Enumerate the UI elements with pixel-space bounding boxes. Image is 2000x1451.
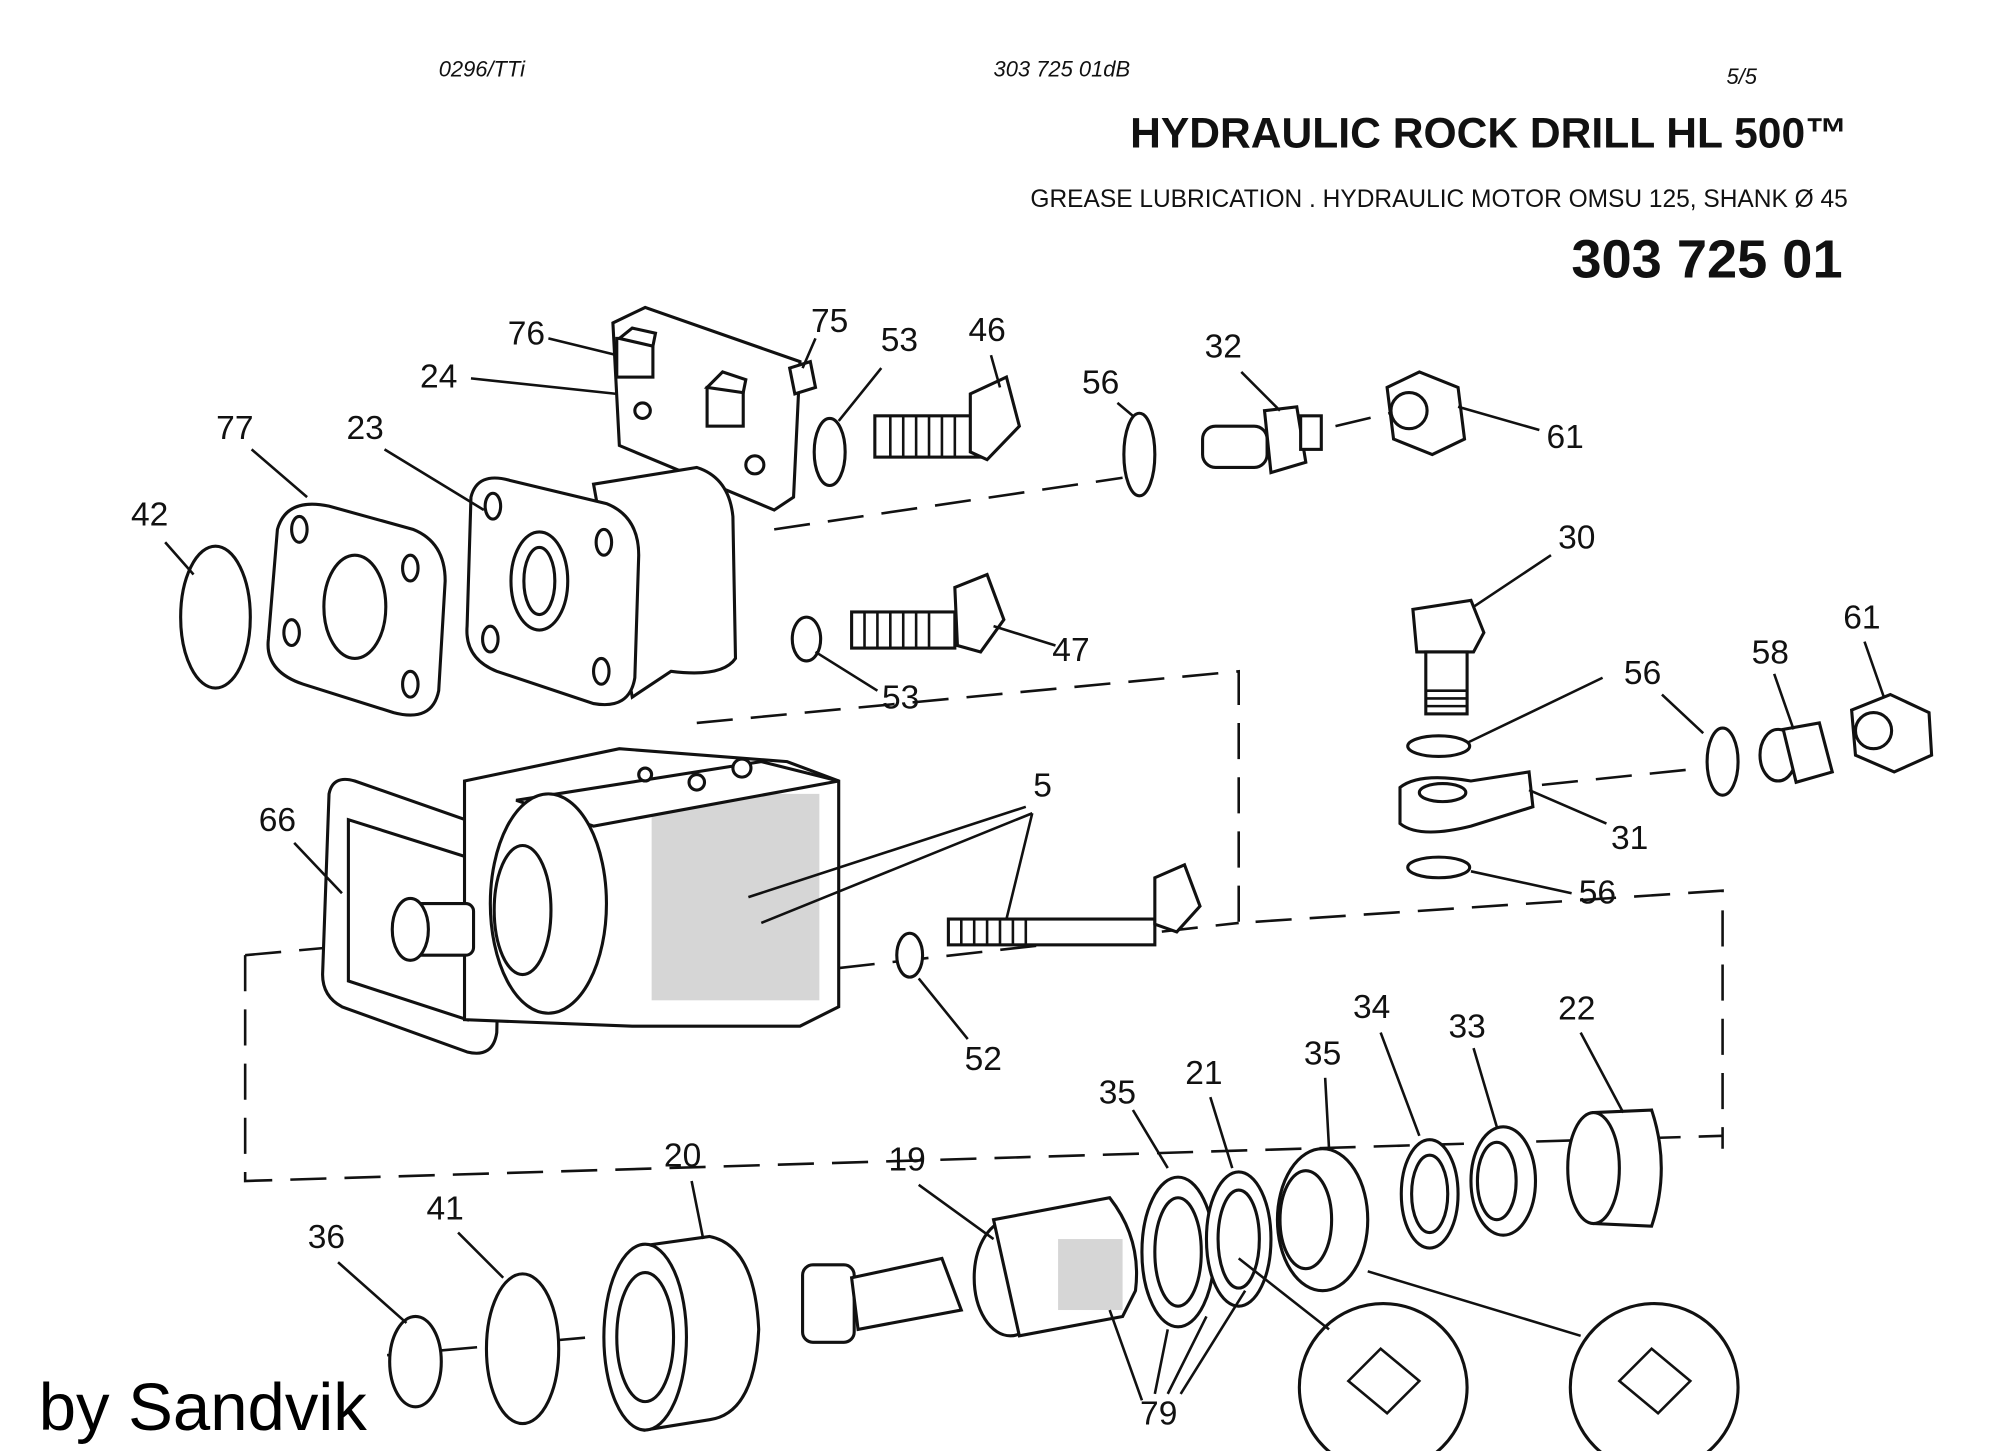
credit-text: by Sandvik bbox=[39, 1370, 368, 1445]
part-20-bushing bbox=[602, 1234, 761, 1432]
callout-76: 76 bbox=[508, 316, 545, 353]
callout-33: 33 bbox=[1448, 1009, 1485, 1046]
callout-58: 58 bbox=[1752, 634, 1789, 671]
diagram-subtitle: GREASE LUBRICATION . HYDRAULIC MOTOR OMS… bbox=[1030, 186, 1847, 213]
part-56-seal-right bbox=[1705, 726, 1740, 797]
part-35-bearing-2 bbox=[1275, 1147, 1370, 1293]
part-5-hydraulic-motor bbox=[390, 747, 841, 1028]
part-24-plate bbox=[611, 305, 818, 512]
callout-56: 56 bbox=[1624, 655, 1661, 692]
part-41-o-ring bbox=[484, 1272, 561, 1426]
callout-20: 20 bbox=[664, 1138, 701, 1175]
part-56-seal bbox=[1122, 411, 1157, 498]
callout-31: 31 bbox=[1611, 820, 1648, 857]
part-52-washer bbox=[895, 931, 925, 979]
callout-77: 77 bbox=[216, 410, 253, 447]
callout-22: 22 bbox=[1558, 991, 1595, 1028]
part-77-gasket bbox=[266, 502, 447, 717]
part-19-shank bbox=[801, 1196, 1139, 1344]
part-number: 303 725 01 bbox=[1571, 230, 1842, 290]
part-56-seal-lower bbox=[1406, 855, 1472, 880]
part-47-bolt bbox=[850, 572, 1006, 654]
part-31-banjo bbox=[1398, 770, 1535, 834]
callout-61: 61 bbox=[1843, 600, 1880, 637]
callout-52: 52 bbox=[965, 1041, 1002, 1078]
part-53-washer bbox=[812, 416, 847, 488]
callout-42: 42 bbox=[131, 496, 168, 533]
part-42-o-ring bbox=[179, 544, 252, 690]
callout-23: 23 bbox=[347, 410, 384, 447]
callout-79: 79 bbox=[1140, 1396, 1177, 1433]
part-35-bearing bbox=[1140, 1175, 1216, 1329]
callout-34: 34 bbox=[1353, 989, 1390, 1026]
callout-61: 61 bbox=[1547, 419, 1584, 456]
page-number: 5/5 bbox=[1726, 64, 1757, 89]
callout-53: 53 bbox=[882, 680, 919, 717]
callout-5: 5 bbox=[1033, 767, 1052, 804]
part-5-long-bolt bbox=[946, 862, 1202, 947]
callout-19: 19 bbox=[888, 1141, 925, 1178]
part-61-cap-nut bbox=[1385, 370, 1467, 457]
part-34-lock-washer bbox=[1399, 1138, 1460, 1250]
date-code: 0296/TTi bbox=[439, 56, 526, 81]
callout-41: 41 bbox=[427, 1191, 464, 1228]
callout-35: 35 bbox=[1099, 1074, 1136, 1111]
leader-lines bbox=[164, 337, 1886, 1401]
callout-labels: 76 75 53 46 24 77 23 56 32 61 42 30 47 5… bbox=[131, 303, 1881, 1433]
detail-views bbox=[1297, 1302, 1740, 1451]
part-46-bolt bbox=[873, 374, 1022, 462]
callout-56: 56 bbox=[1082, 365, 1119, 402]
part-58-nipple bbox=[1758, 721, 1835, 785]
callout-75: 75 bbox=[811, 303, 848, 340]
part-32-valve bbox=[1201, 405, 1323, 475]
part-22-sleeve bbox=[1566, 1108, 1663, 1228]
callout-35: 35 bbox=[1304, 1036, 1341, 1073]
callout-36: 36 bbox=[308, 1219, 345, 1256]
callout-66: 66 bbox=[259, 802, 296, 839]
callout-56: 56 bbox=[1579, 874, 1616, 911]
callout-21: 21 bbox=[1185, 1055, 1222, 1092]
part-56-seal-upper bbox=[1406, 734, 1472, 759]
doc-code: 303 725 01dB bbox=[994, 56, 1131, 81]
part-21-ring bbox=[1204, 1170, 1273, 1308]
part-61-cap-nut-right bbox=[1849, 692, 1934, 774]
part-30-banjo-bolt bbox=[1411, 598, 1486, 716]
callout-53: 53 bbox=[881, 322, 918, 359]
part-36-seal bbox=[388, 1314, 443, 1409]
diagram-title: HYDRAULIC ROCK DRILL HL 500™ bbox=[1130, 109, 1848, 157]
callout-46: 46 bbox=[968, 312, 1005, 349]
callout-30: 30 bbox=[1558, 520, 1595, 557]
part-33-nut bbox=[1469, 1125, 1538, 1237]
part-53-washer-lower bbox=[790, 615, 823, 663]
callout-32: 32 bbox=[1205, 329, 1242, 366]
callout-24: 24 bbox=[420, 358, 457, 395]
callout-47: 47 bbox=[1052, 632, 1089, 669]
part-23-housing bbox=[465, 465, 738, 707]
